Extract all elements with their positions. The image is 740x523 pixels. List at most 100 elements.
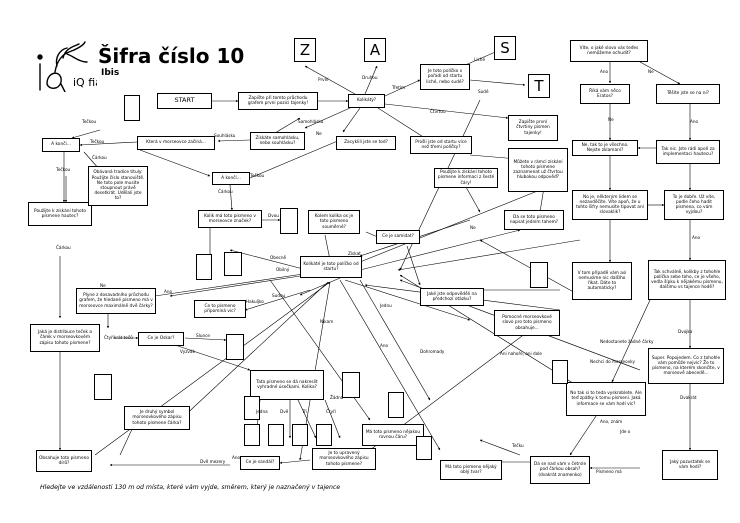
node-je-druhy: Je druhý symbol morseovkového zápisu toh… bbox=[124, 406, 190, 430]
edge-label: Dvojka bbox=[678, 329, 693, 334]
answer-box bbox=[244, 396, 260, 420]
edge-label: Souhlásku bbox=[214, 133, 236, 138]
node-pouzijte-haatce: Použijte k získání tohoto písmene hautec… bbox=[28, 202, 92, 226]
edge-label: Dvou bbox=[268, 213, 279, 218]
edge bbox=[179, 281, 329, 421]
edge bbox=[139, 149, 211, 177]
node-kolik-morse: Kolik má toto písmeno v morseovce značek… bbox=[198, 210, 262, 228]
answer-box bbox=[342, 372, 360, 398]
edge bbox=[174, 344, 251, 371]
edge bbox=[406, 245, 421, 286]
edge bbox=[364, 65, 378, 95]
edge-label: Ano bbox=[690, 119, 699, 124]
node-ce-sandal: Ce je sandál? bbox=[240, 456, 280, 470]
edge bbox=[639, 61, 681, 85]
node-start: START bbox=[157, 93, 212, 109]
letter-box-z: Z bbox=[294, 38, 316, 62]
node-da-se-nad: Dá se nad vám v četrsle pod čárkou obsah… bbox=[530, 456, 590, 484]
edge bbox=[244, 289, 311, 311]
edge-label: Čárkou bbox=[218, 189, 233, 194]
edge-label: Samohlásku bbox=[298, 119, 324, 124]
node-da-se-tahem: Dá se toto písmeno napsat jedním tahem? bbox=[504, 210, 564, 230]
edge bbox=[229, 184, 234, 211]
edge bbox=[304, 65, 356, 95]
answer-box bbox=[280, 208, 298, 234]
edge-label: Tečkou bbox=[82, 119, 97, 124]
node-obavana: Obávaná tradice tituly: Použijte číslo s… bbox=[88, 166, 148, 206]
node-rika-eratos: Říká vám něco Eratos? bbox=[580, 84, 630, 104]
edge bbox=[569, 409, 601, 456]
edge-label: Druhou bbox=[362, 75, 378, 80]
answer-box bbox=[268, 424, 284, 446]
node-ne-tak: Ne, tak to je všechno. Nejste zklamaní? bbox=[572, 140, 638, 156]
node-super: Super. Popojedem. Co z tohohle vám pomůž… bbox=[648, 348, 724, 384]
edge-label: Čtyřikrát tečů bbox=[104, 335, 133, 340]
answer-box bbox=[316, 424, 332, 446]
edge-label: Třetím bbox=[392, 85, 406, 90]
answer-box bbox=[196, 254, 212, 280]
node-je-to-upraveny: Je to upravený morseovkového zápisu toho… bbox=[312, 448, 376, 470]
edge-label: Tečkou bbox=[250, 173, 265, 178]
edge bbox=[359, 189, 541, 263]
edge bbox=[217, 139, 251, 143]
answer-box bbox=[530, 262, 548, 288]
node-akonci-2: A končí... bbox=[212, 172, 250, 185]
answer-box bbox=[224, 252, 242, 276]
node-muzete: Můžete v rámci získání tohoto písmene za… bbox=[508, 148, 568, 192]
ibis-logo: iQ fia 8 bbox=[37, 41, 97, 92]
edge-label: Ne bbox=[316, 131, 322, 136]
node-prosli: Prošli jste od startu více než třemi pol… bbox=[410, 136, 472, 154]
edge-label: Ano bbox=[380, 343, 389, 348]
node-zapiste-ctvrtiny: Zapište první čtvrtiny písmen tajenky! bbox=[508, 115, 558, 141]
answer-box bbox=[388, 392, 404, 418]
edge-label: Ne bbox=[100, 283, 106, 288]
node-ma-rovnou: Má toto písmeno nějakou rovnou čáru? bbox=[362, 424, 424, 446]
letter-box-s: S bbox=[494, 36, 516, 60]
answer-box bbox=[226, 334, 244, 360]
edge bbox=[462, 49, 501, 67]
edge-label: Písmeno má bbox=[596, 469, 622, 474]
edge-label: Ano, znám bbox=[600, 419, 623, 424]
node-kolikaty: Kolikátý? bbox=[348, 94, 385, 108]
edge-label: Žádná bbox=[330, 395, 344, 400]
edge bbox=[299, 277, 341, 296]
edge bbox=[304, 107, 351, 129]
node-plyne: Plyne z dosavadního průchodu grafem, že … bbox=[76, 288, 156, 314]
edge bbox=[79, 141, 138, 147]
letter-box-a: A bbox=[364, 38, 386, 62]
edge bbox=[465, 186, 481, 213]
page-subtitle: Ibis bbox=[101, 68, 120, 78]
edge-label: Tečkou bbox=[56, 167, 71, 172]
edge-label: Čárkou bbox=[92, 155, 107, 160]
edge-label: Tečkou bbox=[90, 139, 105, 144]
node-no-je: No je, některým lidem se nezavděčíte. Ví… bbox=[572, 190, 648, 220]
edge-label: Sudé bbox=[478, 89, 489, 94]
edge-label: Liché bbox=[474, 57, 486, 62]
answer-box bbox=[552, 360, 568, 384]
edge bbox=[169, 275, 301, 297]
edge bbox=[342, 107, 361, 133]
node-jaka-distribuce: Jaká je distribuce teček a čárek v morse… bbox=[30, 324, 100, 352]
node-akonci-1: A končí... bbox=[42, 138, 80, 152]
edge-label: Dohromady bbox=[420, 349, 445, 354]
edge bbox=[611, 299, 651, 383]
node-ma-obly: Má toto písmeno nějaký oblý tvar? bbox=[440, 460, 502, 480]
node-pomocne-slovo: Pomocné morseovkové slovo pro toto písme… bbox=[494, 310, 560, 336]
edge-label: Dvakrát bbox=[680, 395, 697, 400]
edge-label: První bbox=[318, 77, 329, 82]
edge bbox=[397, 239, 581, 271]
node-tata-usecky: Tata písmeno se dá nakreslit vyhradné ús… bbox=[250, 370, 324, 400]
edge-label: Nedostanete žádné čárky bbox=[600, 339, 654, 344]
edge bbox=[359, 229, 521, 271]
edge-label: Nikam bbox=[320, 319, 334, 324]
edge-label: Jde o bbox=[620, 429, 631, 434]
answer-box bbox=[244, 424, 260, 446]
node-pouzijte-sesta: Použijte k získání tohoto písmene inform… bbox=[434, 168, 498, 188]
edge-label: Získat bbox=[348, 251, 361, 256]
answer-box bbox=[94, 374, 112, 400]
edge bbox=[479, 439, 521, 456]
logo-text: iQ fia 8 bbox=[73, 76, 97, 89]
edge-label: Ano bbox=[600, 69, 609, 74]
edge bbox=[384, 79, 421, 97]
edge bbox=[71, 129, 101, 139]
